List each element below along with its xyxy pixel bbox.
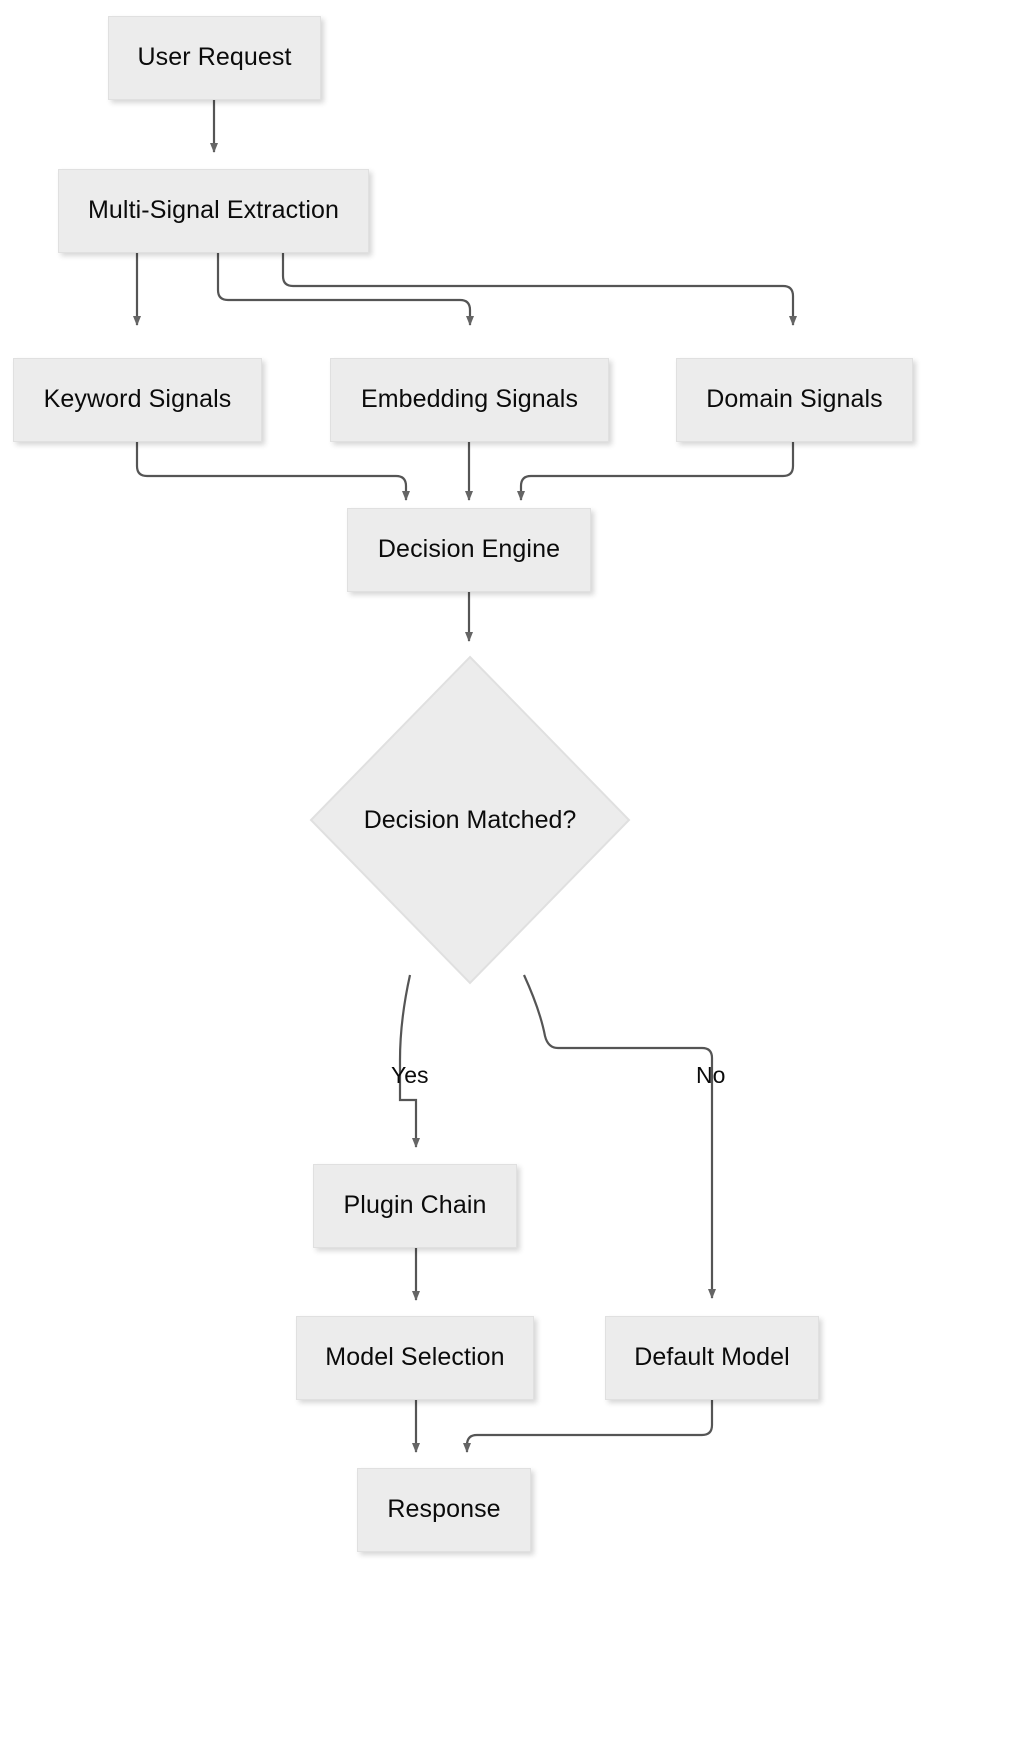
diamond-shape (309, 655, 631, 985)
node-response[interactable]: Response (357, 1468, 531, 1552)
node-multi-signal-extraction-label: Multi-Signal Extraction (87, 196, 339, 225)
node-keyword-signals[interactable]: Keyword Signals (13, 358, 262, 442)
edge-domain-to-decision-engine (517, 441, 795, 501)
node-decision-engine[interactable]: Decision Engine (347, 508, 591, 592)
edge-decision-matched-to-default-model (522, 974, 716, 1299)
node-plugin-chain[interactable]: Plugin Chain (313, 1164, 517, 1248)
node-response-label: Response (387, 1495, 501, 1524)
edge-label-yes-text: Yes (391, 1062, 429, 1088)
edge-default-model-to-response (463, 1398, 714, 1453)
node-plugin-chain-label: Plugin Chain (343, 1191, 487, 1220)
node-domain-signals[interactable]: Domain Signals (676, 358, 913, 442)
node-multi-signal-extraction[interactable]: Multi-Signal Extraction (58, 169, 369, 253)
node-user-request-label: User Request (137, 43, 292, 72)
node-embedding-signals[interactable]: Embedding Signals (330, 358, 609, 442)
node-model-selection-label: Model Selection (325, 1343, 505, 1372)
node-model-selection[interactable]: Model Selection (296, 1316, 534, 1400)
node-default-model-label: Default Model (634, 1343, 790, 1372)
node-domain-signals-label: Domain Signals (706, 385, 883, 414)
edge-label-no: No (696, 1062, 725, 1089)
edge-label-no-text: No (696, 1062, 726, 1088)
node-decision-matched[interactable]: Decision Matched? (309, 655, 631, 985)
node-user-request[interactable]: User Request (108, 16, 321, 100)
edge-label-yes: Yes (391, 1062, 429, 1089)
node-decision-engine-label: Decision Engine (377, 535, 561, 564)
node-keyword-signals-label: Keyword Signals (43, 385, 232, 414)
edge-multi-signal-to-embedding (216, 253, 474, 326)
edge-keyword-to-decision-engine (135, 441, 410, 501)
edge-multi-signal-to-domain (281, 253, 797, 326)
node-default-model[interactable]: Default Model (605, 1316, 819, 1400)
node-decision-matched-label: Decision Matched? (363, 805, 577, 834)
node-embedding-signals-label: Embedding Signals (360, 385, 579, 414)
edge-decision-matched-to-plugin-chain (398, 974, 420, 1148)
